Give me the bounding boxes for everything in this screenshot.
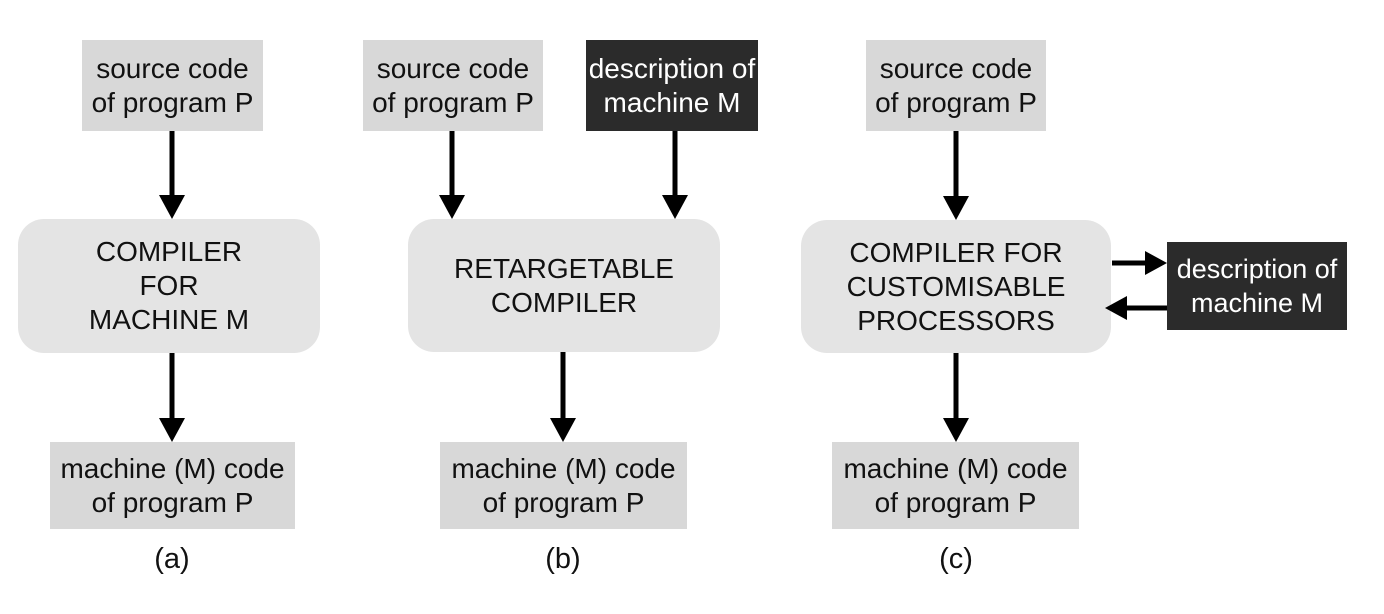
arrow-shaft [169, 353, 175, 420]
panel-a-output-box: machine (M) code of program P [50, 442, 295, 529]
panel-c-description-box: description of machine M [1167, 242, 1347, 330]
panel-b-arrow-source-to-compiler-icon [439, 131, 465, 219]
panel-c-compiler-box: COMPILER FOR CUSTOMISABLE PROCESSORS [801, 220, 1111, 353]
panel-c-label: (c) [939, 543, 973, 575]
panel-b-description-box: description of machine M [586, 40, 758, 131]
arrow-shaft [560, 352, 566, 420]
arrow-head [943, 196, 969, 220]
panel-a-arrow-compiler-to-output-icon [159, 353, 185, 442]
arrow-head [439, 195, 465, 219]
arrow-head [159, 418, 185, 442]
arrow-head [943, 418, 969, 442]
panel-c-output-box: machine (M) code of program P [832, 442, 1079, 529]
panel-c-arrow-compiler-to-description-icon [1112, 251, 1167, 275]
arrow-shaft [1125, 305, 1167, 311]
panel-c-arrow-compiler-to-output-icon [943, 353, 969, 442]
arrow-head [662, 195, 688, 219]
arrow-head [1105, 296, 1127, 320]
arrow-shaft [953, 131, 959, 198]
panel-b-source-box: source code of program P [363, 40, 543, 131]
arrow-shaft [1112, 260, 1147, 266]
panel-b-output-box: machine (M) code of program P [440, 442, 687, 529]
arrow-head [159, 195, 185, 219]
panel-c-arrow-description-to-compiler-icon [1105, 296, 1167, 320]
panel-c-source-box: source code of program P [866, 40, 1046, 131]
panel-b-arrow-description-to-compiler-icon [662, 131, 688, 219]
panel-a-compiler-box: COMPILER FOR MACHINE M [18, 219, 320, 353]
arrow-shaft [953, 353, 959, 420]
arrow-shaft [169, 131, 175, 197]
panel-b-arrow-compiler-to-output-icon [550, 352, 576, 442]
panel-b-compiler-box: RETARGETABLE COMPILER [408, 219, 720, 352]
panel-a-arrow-source-to-compiler-icon [159, 131, 185, 219]
panel-a-label: (a) [154, 543, 190, 575]
arrow-shaft [672, 131, 678, 197]
arrow-head [550, 418, 576, 442]
arrow-head [1145, 251, 1167, 275]
arrow-shaft [449, 131, 455, 197]
panel-a-source-box: source code of program P [82, 40, 263, 131]
panel-c-arrow-source-to-compiler-icon [943, 131, 969, 220]
panel-b-label: (b) [545, 543, 581, 575]
